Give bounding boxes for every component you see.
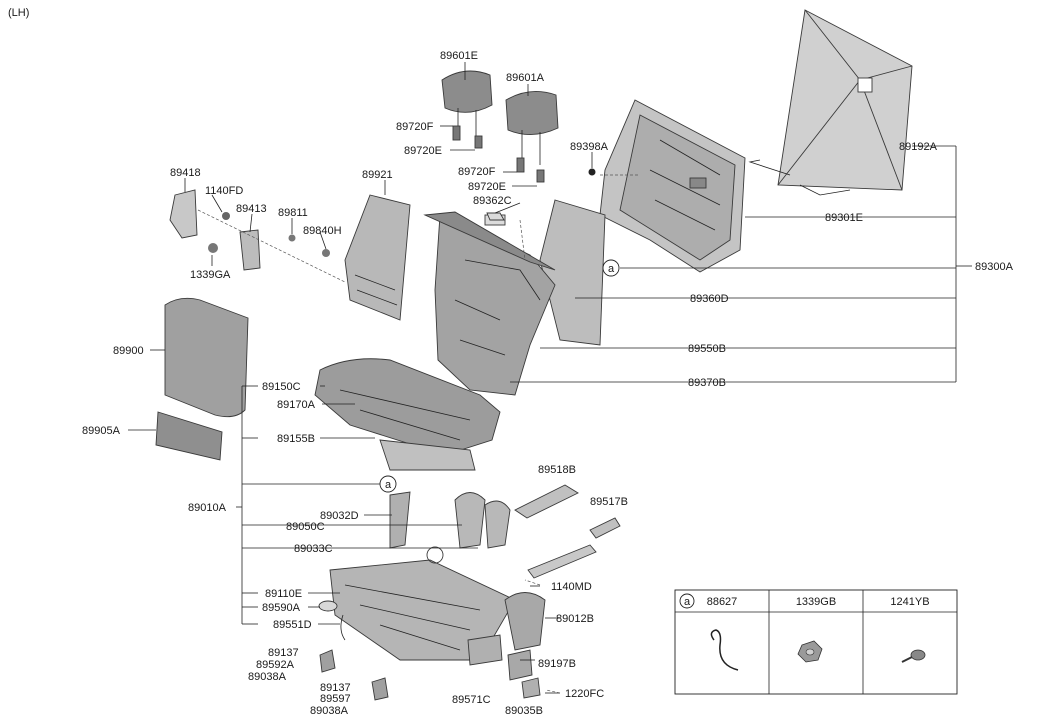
label-89597: 89597: [320, 693, 351, 705]
legend-col-2: 1339GB: [796, 596, 836, 608]
label-89720F-top: 89720F: [396, 121, 434, 133]
callout-marker-upper: a: [602, 259, 620, 277]
label-89518B: 89518B: [538, 464, 576, 476]
label-89840H: 89840H: [303, 225, 342, 237]
label-89033C: 89033C: [294, 543, 333, 555]
seat-back-cover-shape: [748, 9, 913, 196]
small-fasteners-shape: [208, 212, 330, 257]
rail-89517B-shape: [527, 517, 621, 579]
label-1339GA: 1339GA: [190, 269, 231, 281]
label-89050C: 89050C: [286, 521, 325, 533]
headrest-89601E-shape: [441, 70, 493, 145]
label-89398A: 89398A: [570, 141, 609, 153]
part-labels: 89601E 89601A 89720F 89720E 89720F 89720…: [82, 50, 1014, 717]
svg-text:a: a: [385, 479, 392, 491]
leader-lines: [128, 62, 972, 694]
label-1220FC: 1220FC: [565, 688, 604, 700]
side-label: (LH): [8, 7, 29, 19]
seat-back-frame-shape: [599, 99, 746, 273]
label-89590A: 89590A: [262, 602, 301, 614]
nut-icon: [797, 640, 823, 663]
bottom-small-parts-shape: [318, 600, 541, 701]
legend-marker: [679, 593, 695, 609]
label-89551D: 89551D: [273, 619, 312, 631]
bracket-89418-shape: [169, 189, 198, 239]
legend-col-1: 88627: [707, 596, 738, 608]
label-89155B: 89155B: [277, 433, 315, 445]
label-89601A: 89601A: [506, 72, 545, 84]
label-89170A: 89170A: [277, 399, 316, 411]
label-89032D: 89032D: [320, 510, 359, 522]
label-89038A-upper: 89038A: [248, 671, 287, 683]
headrest-89601A-shape: [505, 91, 559, 165]
label-89360D: 89360D: [690, 293, 729, 305]
label-89301E: 89301E: [825, 212, 863, 224]
callout-marker-lower: a: [379, 475, 397, 493]
seat-back-cushion-shape: [423, 211, 556, 396]
label-89413: 89413: [236, 203, 267, 215]
label-89517B: 89517B: [590, 496, 628, 508]
label-89362C: 89362C: [473, 195, 512, 207]
label-89150C: 89150C: [262, 381, 301, 393]
armrest-cover-shape: [155, 411, 223, 461]
rail-89518B-shape: [514, 484, 579, 519]
label-1140MD: 1140MD: [551, 581, 592, 593]
screw-icon: [901, 649, 926, 663]
bracket-89413-shape: [239, 229, 261, 271]
label-89720E-top: 89720E: [404, 145, 442, 157]
label-89370B: 89370B: [688, 377, 726, 389]
label-89197B: 89197B: [538, 658, 576, 670]
label-89192A: 89192A: [899, 141, 938, 153]
label-89811: 89811: [278, 207, 308, 219]
svg-text:a: a: [608, 263, 615, 275]
label-89720F-mid: 89720F: [458, 166, 496, 178]
label-89038A-lower: 89038A: [310, 705, 349, 717]
label-89010A: 89010A: [188, 502, 227, 514]
label-89110E: 89110E: [265, 588, 302, 600]
label-89592A: 89592A: [256, 659, 295, 671]
label-89601E: 89601E: [440, 50, 478, 62]
label-89550B: 89550B: [688, 343, 726, 355]
label-89720E-mid: 89720E: [468, 181, 506, 193]
label-89921: 89921: [362, 169, 393, 181]
label-89900: 89900: [113, 345, 144, 357]
svg-text:a: a: [684, 596, 691, 608]
label-89300A: 89300A: [975, 261, 1014, 273]
side-cover-shape: [504, 592, 546, 651]
label-89137-upper: 89137: [268, 647, 299, 659]
label-89035B: 89035B: [505, 705, 543, 717]
label-1140FD: 1140FD: [205, 185, 243, 197]
legend-col-3: 1241YB: [890, 596, 929, 608]
label-89012B: 89012B: [556, 613, 594, 625]
label-89418: 89418: [170, 167, 201, 179]
headrest-guides-shape: [452, 125, 596, 221]
side-bolster-shape: [344, 194, 411, 321]
back-pad-shape: [539, 199, 606, 346]
armrest-shape: [164, 297, 249, 418]
cushion-pad-shape: [379, 439, 476, 471]
hook-clip-icon: [710, 629, 739, 671]
seat-frame-shape: [329, 491, 516, 661]
label-89571C: 89571C: [452, 694, 491, 706]
legend-table: a 88627 1339GB 1241YB: [674, 589, 958, 695]
label-89137-lower: 89137: [320, 682, 351, 694]
label-89905A: 89905A: [82, 425, 121, 437]
